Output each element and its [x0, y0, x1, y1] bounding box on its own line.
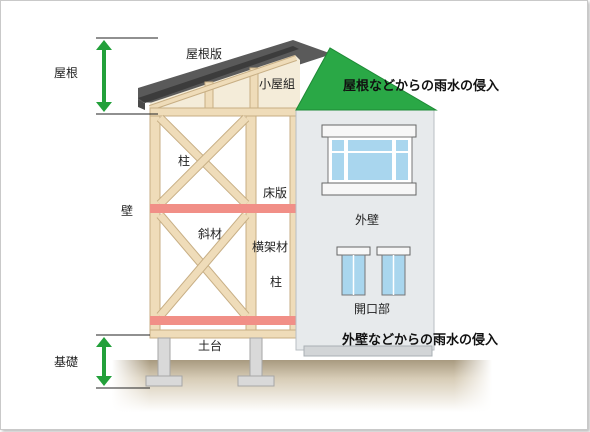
- post-lower-label: 柱: [270, 275, 283, 289]
- dimension-lines: [96, 37, 158, 389]
- foundation-section-label: 基礎: [54, 355, 79, 369]
- wall-rain-intrusion-label: 外壁などからの雨水の侵入: [342, 333, 499, 348]
- roof-section-label: 屋根: [54, 66, 79, 80]
- upper-window: [321, 124, 417, 196]
- ground: [112, 360, 492, 412]
- timber-frame: [149, 55, 301, 339]
- foundation-piers: [145, 337, 275, 387]
- roof-board-label: 屋根版: [186, 47, 223, 61]
- exterior-wall-label: 外壁: [355, 213, 380, 227]
- roof-truss-label: 小屋組: [259, 77, 296, 91]
- sill-label: 土台: [198, 339, 223, 353]
- foundation-height-arrow: [96, 337, 112, 386]
- beam-label: 横架材: [252, 240, 289, 254]
- lower-windows: [336, 246, 411, 296]
- roof-rain-intrusion-label: 屋根などからの雨水の侵入: [343, 79, 500, 94]
- roof-rain-highlight: [295, 47, 438, 111]
- brace-label: 斜材: [198, 227, 223, 241]
- floor-beams: [150, 204, 300, 325]
- wall-section-label: 壁: [121, 204, 134, 218]
- opening-label: 開口部: [354, 302, 391, 316]
- post-upper-label: 柱: [178, 154, 191, 168]
- floor-board-label: 床版: [263, 186, 288, 200]
- roof: [138, 40, 332, 110]
- roof-height-arrow: [96, 40, 112, 112]
